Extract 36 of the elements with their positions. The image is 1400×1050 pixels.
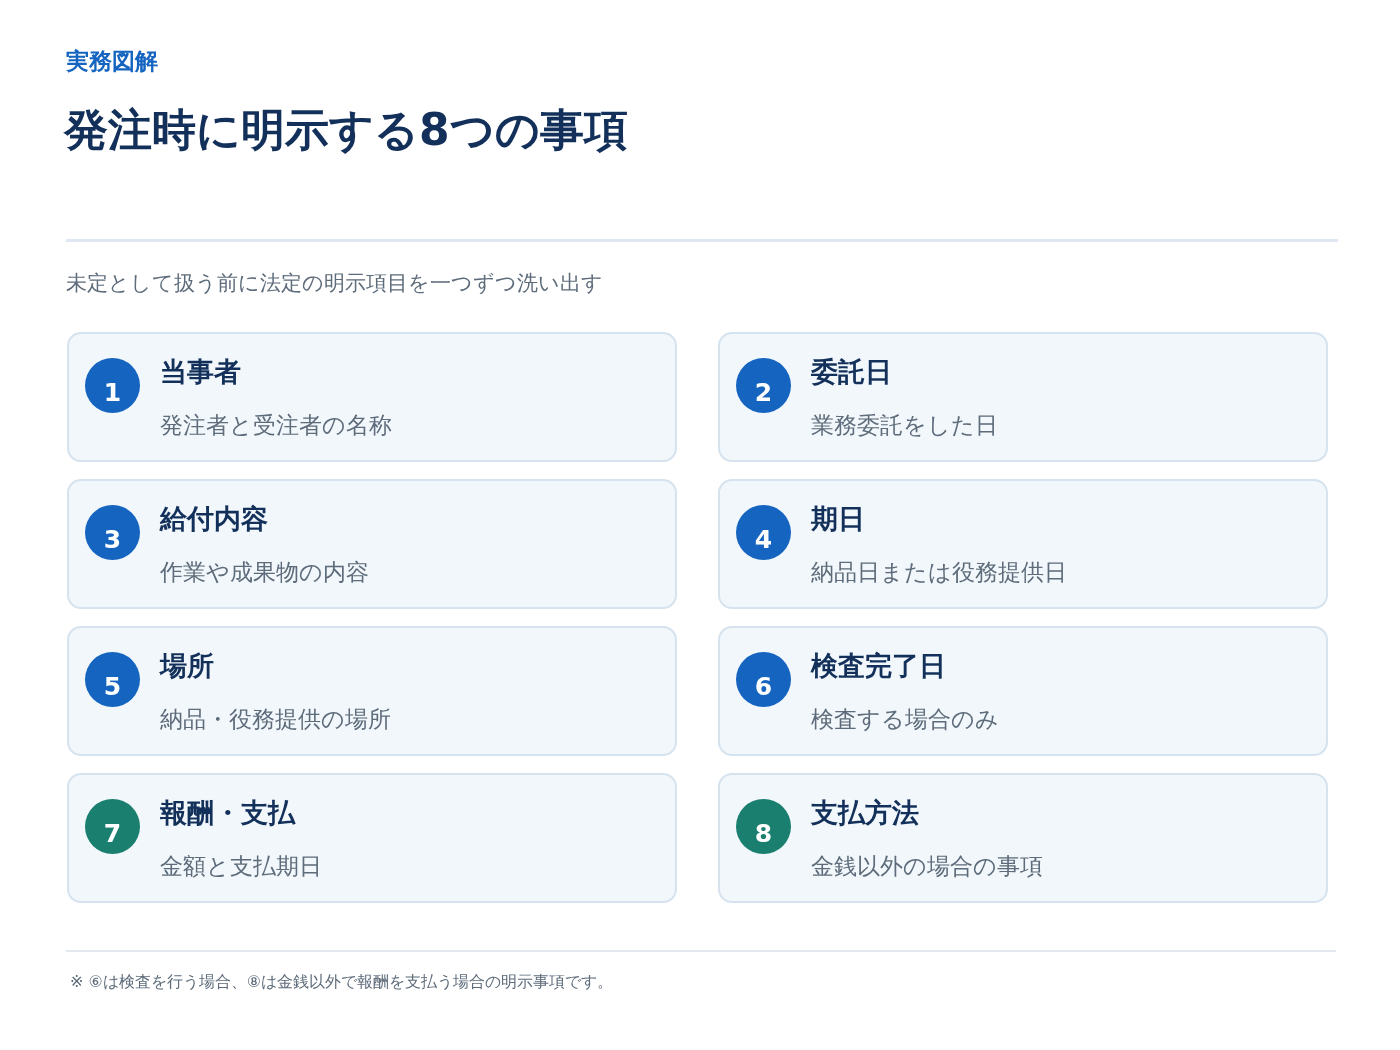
- item-card: [718, 332, 1328, 462]
- item-description: 作業や成果物の内容: [160, 558, 369, 587]
- step-number: 5: [85, 652, 140, 707]
- item-heading: 期日: [811, 502, 865, 536]
- item-heading: 報酬・支払: [160, 796, 295, 830]
- step-number: 3: [85, 505, 140, 560]
- item-heading: 給付内容: [160, 502, 268, 536]
- item-heading: 当事者: [160, 355, 241, 389]
- footnote: ※ ⑥は検査を行う場合、⑧は金銭以外で報酬を支払う場合の明示事項です。: [70, 972, 614, 993]
- item-heading: 委託日: [811, 355, 892, 389]
- item-description: 業務委託をした日: [811, 411, 998, 440]
- item-heading: 支払方法: [811, 796, 919, 830]
- item-card: [67, 479, 677, 609]
- step-number: 2: [736, 358, 791, 413]
- step-number: 6: [736, 652, 791, 707]
- item-card: [67, 773, 677, 903]
- section-label: 実務図解: [66, 47, 158, 76]
- item-description: 納品・役務提供の場所: [160, 705, 391, 734]
- page-title: 発注時に明示する8つの事項: [64, 104, 628, 157]
- item-card: [718, 479, 1328, 609]
- item-heading: 検査完了日: [811, 649, 946, 683]
- item-description: 納品日または役務提供日: [811, 558, 1067, 587]
- item-description: 発注者と受注者の名称: [160, 411, 392, 440]
- item-description: 金銭以外の場合の事項: [811, 852, 1043, 881]
- subtitle: 未定として扱う前に法定の明示項目を一つずつ洗い出す: [66, 270, 603, 297]
- item-card: [67, 332, 677, 462]
- item-card: [718, 773, 1328, 903]
- item-description: 金額と支払期日: [160, 852, 322, 881]
- step-number: 1: [85, 358, 140, 413]
- step-number: 4: [736, 505, 791, 560]
- item-card: [67, 626, 677, 756]
- step-number: 8: [736, 799, 791, 854]
- item-heading: 場所: [160, 649, 214, 683]
- item-description: 検査する場合のみ: [811, 705, 999, 734]
- step-number: 7: [85, 799, 140, 854]
- item-card: [718, 626, 1328, 756]
